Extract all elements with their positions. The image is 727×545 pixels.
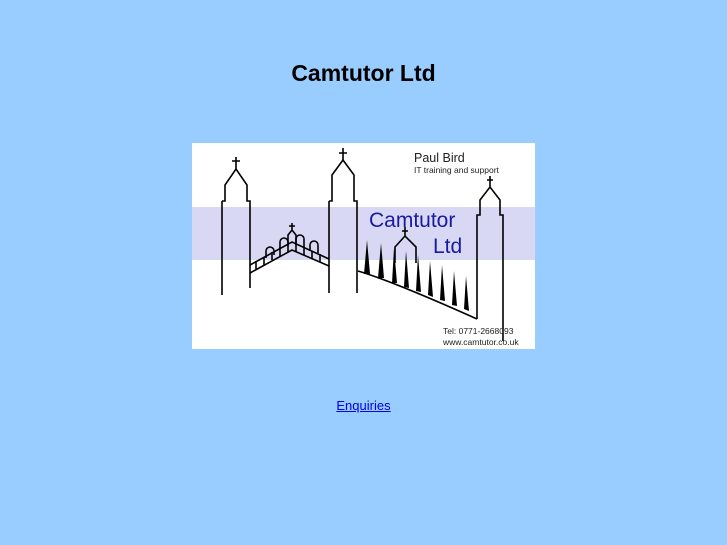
logo-name: Paul Bird <box>414 151 465 165</box>
company-logo: Paul Bird IT training and support Camtut… <box>192 143 535 349</box>
spire-row <box>364 240 469 311</box>
logo-company-line2: Ltd <box>433 235 462 258</box>
logo-company-line1: Camtutor <box>369 209 455 232</box>
logo-tel: Tel: 0771-2668093 <box>443 326 514 336</box>
enquiries-link[interactable]: Enquiries <box>336 398 391 413</box>
logo-web: www.camtutor.co.uk <box>442 337 519 347</box>
logo-tagline: IT training and support <box>414 165 500 175</box>
enquiries-container: Enquiries <box>0 398 727 413</box>
page-title: Camtutor Ltd <box>291 60 436 86</box>
logo-band <box>192 207 535 260</box>
